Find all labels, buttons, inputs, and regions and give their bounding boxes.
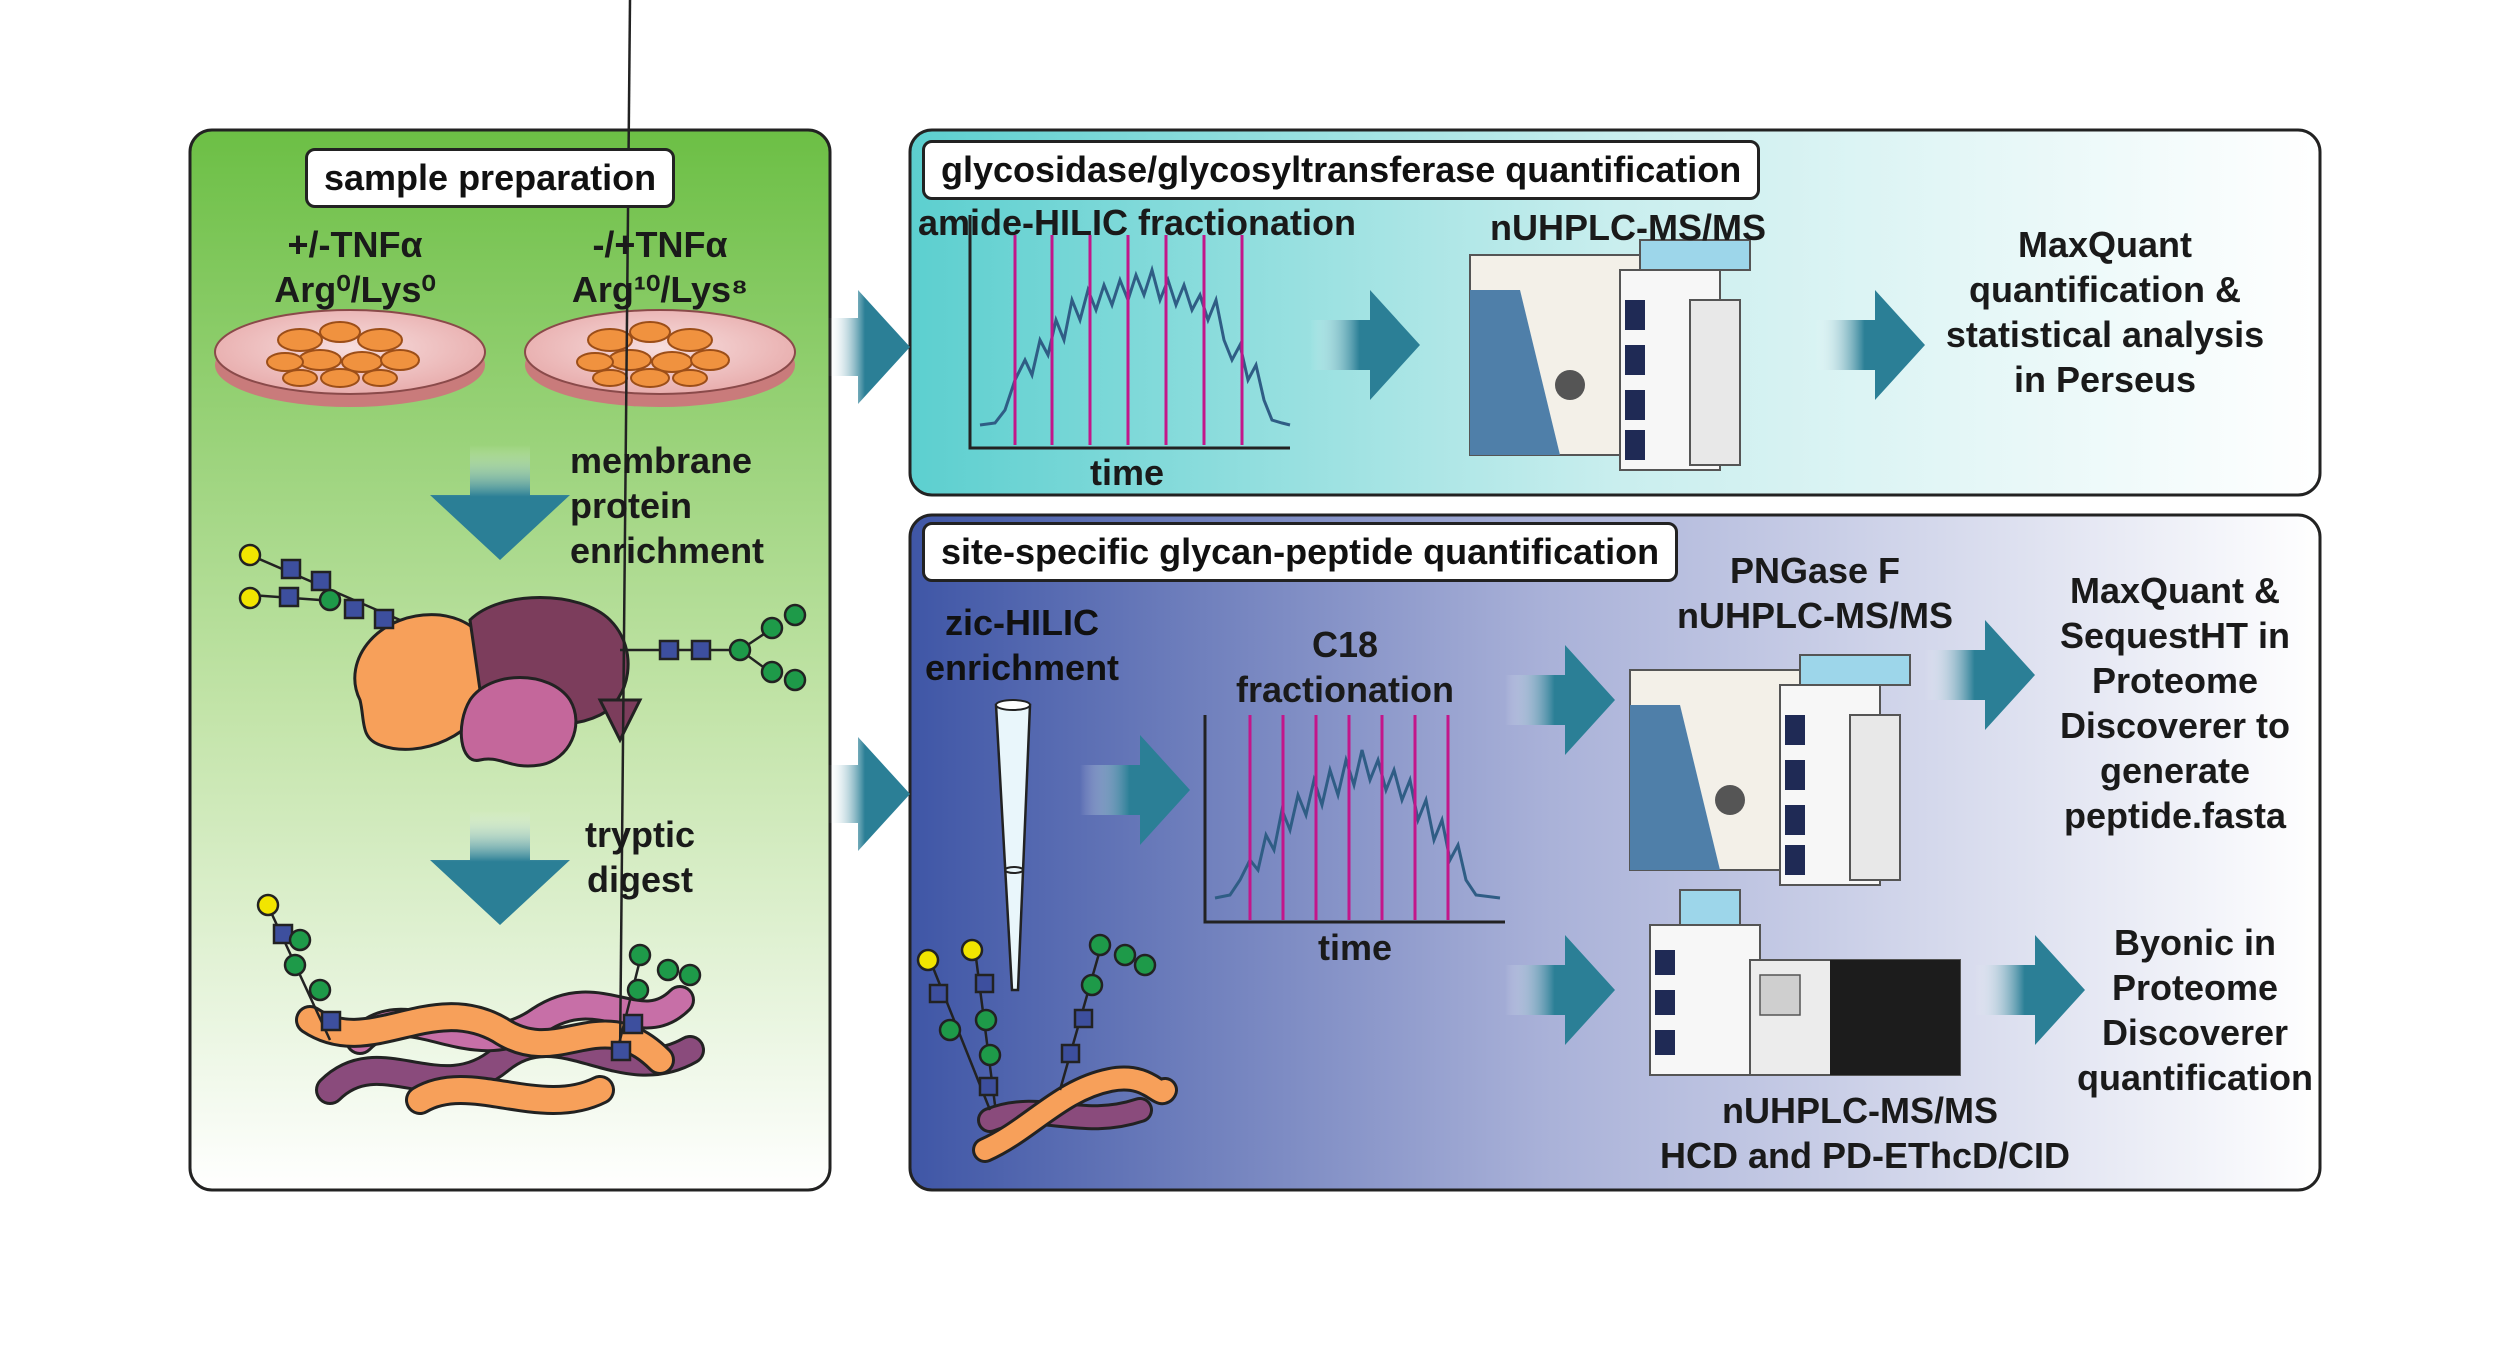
- glycan-chain-icon: [238, 543, 807, 692]
- right-arrow-site-3-icon: [1505, 935, 1615, 1045]
- right-arrow-site-5-icon: [1975, 935, 2085, 1045]
- petri-dish-light: [214, 309, 486, 407]
- digest-line2: digest: [587, 859, 694, 900]
- chromatogram-amide-hilic: [968, 215, 1291, 450]
- analysis3-line3: Discoverer: [2101, 1012, 2289, 1053]
- tryptic-digest-label: tryptic digest: [585, 812, 695, 902]
- analysis1-line1: MaxQuant: [2017, 224, 2193, 265]
- lc-ms-instrument-icon: [1629, 654, 1911, 886]
- condition-a-treatment: +/-TNFα: [287, 224, 423, 265]
- enrichment-line2: protein: [570, 485, 692, 526]
- pngase-line2: nUHPLC-MS/MS: [1677, 595, 1953, 636]
- c18-label: C18 fractionation: [1195, 622, 1495, 712]
- zic-line1: zic-HILIC: [945, 602, 1100, 643]
- pngase-line1: PNGase F: [1729, 550, 1901, 591]
- condition-b-label: -/+TNFα Arg¹⁰/Lys⁸: [560, 222, 760, 312]
- zic-hilic-label: zic-HILIC enrichment: [925, 600, 1119, 690]
- right-arrow-site-2-icon: [1505, 645, 1615, 755]
- instrument2-line1: nUHPLC-MS/MS: [1722, 1090, 1998, 1131]
- analysis3-line1: Byonic in: [2113, 922, 2277, 963]
- byonic-label: Byonic in Proteome Discoverer quantifica…: [2075, 920, 2315, 1100]
- time-axis-label-2: time: [1318, 927, 1393, 968]
- right-arrow-enzyme-2-icon: [1815, 290, 1925, 400]
- right-arrow-site-1-icon: [1080, 735, 1190, 845]
- glycopeptides-icon: [972, 1065, 1178, 1163]
- lc-ms-instrument-icon: [1469, 239, 1751, 471]
- analysis2-line5: generate: [2099, 750, 2251, 791]
- right-arrow-to-site-panel-icon: [828, 737, 910, 851]
- condition-b-label-isotope: Arg¹⁰/Lys⁸: [571, 269, 749, 310]
- c18-line1: C18: [1311, 624, 1379, 665]
- glycopeptide-glycans-icon: [916, 933, 1157, 1111]
- maxquant-sequest-label: MaxQuant & SequestHT in Proteome Discove…: [2040, 568, 2310, 838]
- enrichment-line3: enrichment: [570, 530, 765, 571]
- peptide-glycans-icon: [256, 0, 702, 1062]
- digest-line1: tryptic: [585, 814, 696, 855]
- chromatogram-trace: [1214, 749, 1501, 900]
- chromatogram-c18: [1203, 715, 1505, 924]
- condition-b-treatment: -/+TNFα: [592, 224, 728, 265]
- zic-line2: enrichment: [925, 647, 1120, 688]
- analysis1-line3: statistical analysis: [1945, 314, 2265, 355]
- condition-a-label: +/-TNFα Arg⁰/Lys⁰: [255, 222, 455, 312]
- pngase-label: PNGase F nUHPLC-MS/MS: [1670, 548, 1960, 638]
- sample-prep-title: sample preparation: [305, 148, 676, 208]
- analysis2-line4: Discoverer to: [2059, 705, 2291, 746]
- membrane-enrichment-label: membrane protein enrichment: [570, 438, 764, 573]
- chromatogram-trace: [979, 264, 1291, 427]
- right-arrow-site-4-icon: [1925, 620, 2035, 730]
- analysis1-line2: quantification &: [1969, 269, 2241, 310]
- analysis2-line6: peptide.fasta: [2063, 795, 2287, 836]
- glyco-enzyme-title: glycosidase/glycosyltransferase quantifi…: [922, 140, 1761, 200]
- nuhplc-label-1: nUHPLC-MS/MS: [1490, 207, 1766, 248]
- right-arrow-to-enzyme-panel-icon: [828, 290, 910, 404]
- right-arrow-enzyme-1-icon: [1310, 290, 1420, 400]
- pipette-tip-icon: [994, 699, 1032, 992]
- condition-a-label-isotope: Arg⁰/Lys⁰: [274, 269, 436, 310]
- enrichment-line1: membrane: [570, 440, 753, 481]
- orbitrap-fusion-instrument-icon: [1649, 889, 1961, 1076]
- c18-line2: fractionation: [1235, 669, 1454, 710]
- down-arrow-digest-icon: [430, 810, 570, 925]
- amide-hilic-label: amide-HILIC fractionation: [918, 202, 1357, 243]
- hcd-ethcd-label: nUHPLC-MS/MS HCD and PD-EThcD/CID: [1660, 1088, 2071, 1178]
- analysis2-line3: Proteome: [2091, 660, 2259, 701]
- analysis3-line4: quantification: [2077, 1057, 2313, 1098]
- maxquant-perseus-label: MaxQuant quantification & statistical an…: [1940, 222, 2270, 402]
- analysis3-line2: Proteome: [2111, 967, 2279, 1008]
- time-axis-label-1: time: [1090, 452, 1165, 493]
- membrane-protein-icon: [353, 596, 643, 768]
- down-arrow-enrichment-icon: [430, 445, 570, 560]
- analysis2-line2: SequestHT in: [2059, 615, 2291, 656]
- petri-dish-heavy: [524, 309, 796, 407]
- site-specific-title: site-specific glycan-peptide quantificat…: [922, 522, 1679, 582]
- instrument2-line2: HCD and PD-EThcD/CID: [1660, 1135, 2071, 1176]
- analysis2-line1: MaxQuant &: [2069, 570, 2281, 611]
- analysis1-line4: in Perseus: [2013, 359, 2197, 400]
